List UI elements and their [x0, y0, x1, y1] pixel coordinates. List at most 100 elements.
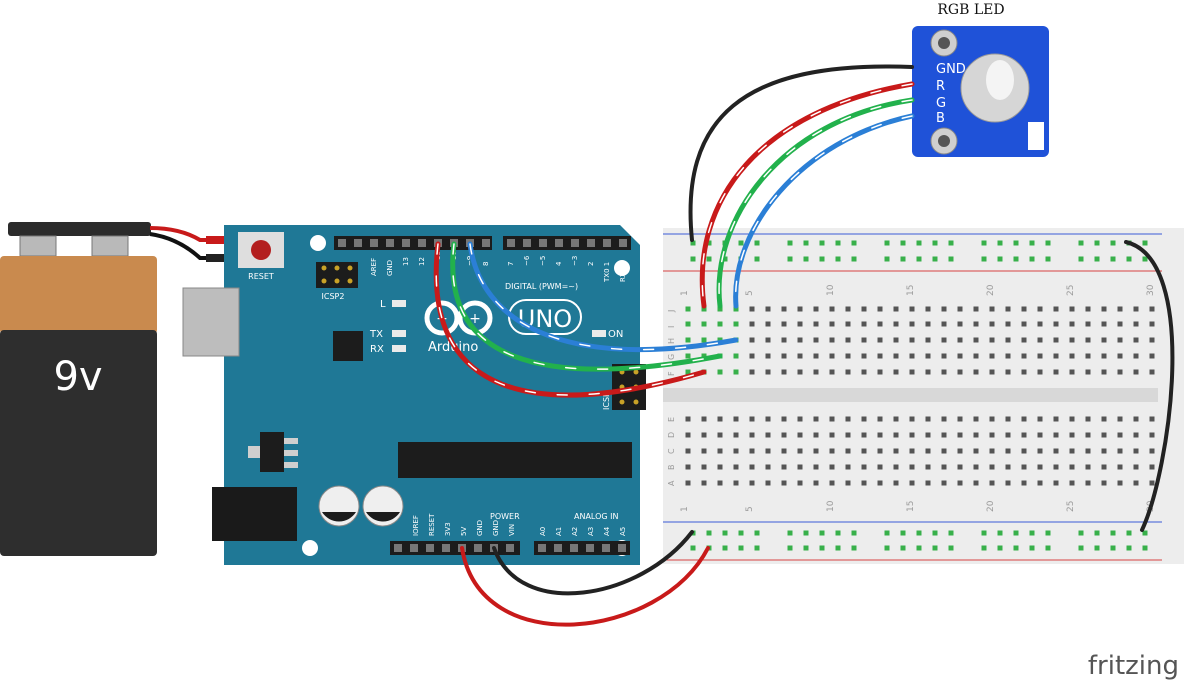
breadboard-hole: [787, 530, 793, 536]
breadboard-hole: [1029, 545, 1035, 551]
breadboard-hole: [819, 240, 825, 246]
breadboard-hole: [733, 432, 739, 438]
breadboard-hole: [706, 256, 712, 262]
breadboard-hole: [900, 530, 906, 536]
breadboard-hole: [1094, 530, 1100, 536]
breadboard-hole: [781, 448, 787, 454]
breadboard-hole: [1069, 480, 1075, 486]
breadboard-hole: [957, 369, 963, 375]
reset-label: RESET: [248, 272, 274, 281]
breadboard-hole: [973, 321, 979, 327]
col-number-10-bottom: 10: [826, 500, 836, 512]
breadboard-hole: [835, 530, 841, 536]
breadboard-hole: [1021, 464, 1027, 470]
wire-red-5v: [460, 546, 710, 627]
breadboard-hole: [877, 321, 883, 327]
breadboard-hole: [957, 321, 963, 327]
row-label-c: C: [667, 448, 676, 454]
power-pin-gnd2: GND: [492, 520, 500, 536]
breadboard-hole: [884, 530, 890, 536]
breadboard-hole: [797, 321, 803, 327]
breadboard-hole: [787, 256, 793, 262]
breadboard-hole: [989, 369, 995, 375]
breadboard-hole: [884, 256, 890, 262]
breadboard-hole: [829, 337, 835, 343]
breadboard-hole: [1037, 416, 1043, 422]
breadboard-hole: [754, 530, 760, 536]
wire-black-led-gnd: [688, 64, 914, 242]
breadboard-hole: [909, 448, 915, 454]
breadboard-hole: [787, 545, 793, 551]
breadboard-hole: [685, 432, 691, 438]
breadboard-hole: [909, 432, 915, 438]
breadboard-hole: [813, 321, 819, 327]
breadboard-hole: [733, 306, 739, 312]
row-label-j: J: [667, 310, 676, 313]
pin-label-gnd: GND: [386, 260, 394, 276]
breadboard-hole: [957, 416, 963, 422]
breadboard-hole: [819, 256, 825, 262]
breadboard-hole: [1101, 480, 1107, 486]
breadboard-hole: [932, 545, 938, 551]
breadboard-hole: [701, 432, 707, 438]
breadboard-hole: [835, 240, 841, 246]
breadboard-hole: [813, 369, 819, 375]
breadboard-hole: [781, 416, 787, 422]
wire-green-led-g: [716, 97, 915, 309]
breadboard-hole: [1045, 545, 1051, 551]
breadboard-hole: [909, 353, 915, 359]
breadboard-hole: [900, 240, 906, 246]
col-number-1-bottom: 1: [680, 506, 690, 512]
col-number-20: 20: [986, 284, 996, 296]
breadboard-hole: [861, 448, 867, 454]
breadboard-hole: [893, 464, 899, 470]
breadboard-hole: [765, 480, 771, 486]
breadboard-hole: [941, 464, 947, 470]
breadboard-hole: [1029, 240, 1035, 246]
breadboard-hole: [1053, 416, 1059, 422]
breadboard-hole: [1085, 306, 1091, 312]
breadboard-hole: [1005, 306, 1011, 312]
breadboard-hole: [1053, 321, 1059, 327]
pin-label-rx: RX0 0: [619, 261, 627, 282]
col-number-5-bottom: 5: [745, 506, 755, 512]
wire-green-pin10-highlight: [452, 243, 721, 370]
breadboard-hole: [829, 416, 835, 422]
breadboard: 1 5 10 15 20 25 30 1 5 10 15 20 25 30 J …: [663, 228, 1184, 564]
breadboard-hole: [909, 480, 915, 486]
breadboard-hole: [1029, 256, 1035, 262]
pin-label-9: ~9: [466, 256, 474, 266]
breadboard-hole: [877, 353, 883, 359]
breadboard-hole: [722, 256, 728, 262]
breadboard-hole: [941, 337, 947, 343]
breadboard-hole: [1110, 240, 1116, 246]
row-label-h: H: [667, 338, 676, 344]
pin-label-6: ~6: [523, 255, 531, 266]
led-pin-r: R: [936, 79, 945, 94]
breadboard-hole: [803, 545, 809, 551]
breadboard-hole: [1013, 256, 1019, 262]
breadboard-hole: [973, 353, 979, 359]
breadboard-hole: [749, 337, 755, 343]
breadboard-hole: [932, 530, 938, 536]
col-number-15-bottom: 15: [906, 501, 916, 512]
breadboard-hole: [797, 353, 803, 359]
breadboard-hole: [1037, 321, 1043, 327]
breadboard-hole: [1013, 530, 1019, 536]
breadboard-hole: [1110, 545, 1116, 551]
breadboard-hole: [1069, 337, 1075, 343]
wire-black-rail-bridge: [1124, 240, 1175, 532]
breadboard-hole: [813, 416, 819, 422]
breadboard-hole: [1133, 464, 1139, 470]
breadboard-hole: [685, 464, 691, 470]
breadboard-hole: [877, 432, 883, 438]
breadboard-hole: [701, 448, 707, 454]
breadboard-hole: [861, 416, 867, 422]
breadboard-hole: [973, 337, 979, 343]
breadboard-hole: [1021, 337, 1027, 343]
breadboard-hole: [877, 337, 883, 343]
breadboard-hole: [925, 432, 931, 438]
breadboard-hole: [845, 337, 851, 343]
power-pin-reset: RESET: [428, 513, 436, 536]
